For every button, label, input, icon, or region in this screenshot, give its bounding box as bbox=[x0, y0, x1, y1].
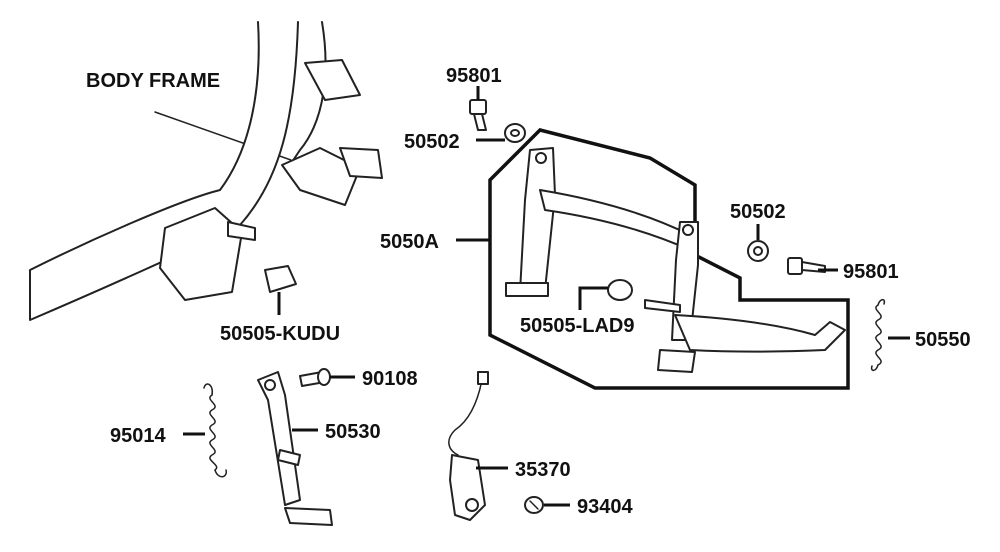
rubber-50505-kudu bbox=[264, 265, 297, 293]
rubber-50505-lad9 bbox=[607, 279, 633, 301]
washer-50502-right bbox=[747, 240, 769, 262]
washer-50502-top bbox=[504, 123, 526, 143]
switch-35370 bbox=[448, 371, 489, 521]
label-50530: 50530 bbox=[325, 421, 381, 443]
leader-50505-lad9 bbox=[578, 286, 608, 310]
label-93404: 93404 bbox=[577, 496, 633, 518]
body-frame bbox=[29, 21, 383, 321]
label-5050A: 5050A bbox=[380, 231, 439, 253]
label-95801-right: 95801 bbox=[843, 261, 899, 283]
screw-93404 bbox=[524, 496, 544, 514]
side-stand-50530 bbox=[257, 371, 333, 526]
label-90108: 90108 bbox=[362, 368, 418, 390]
main-stand bbox=[505, 147, 846, 373]
main-stand-group bbox=[488, 128, 850, 390]
label-50502-top: 50502 bbox=[404, 131, 460, 153]
bolt-95801-top bbox=[469, 99, 487, 131]
label-50505-kudu: 50505-KUDU bbox=[220, 323, 340, 345]
label-50550: 50550 bbox=[915, 329, 971, 351]
label-50502-right: 50502 bbox=[730, 201, 786, 223]
bolt-95801-right bbox=[787, 257, 826, 275]
bolt-90108 bbox=[299, 368, 331, 387]
label-95014: 95014 bbox=[110, 425, 166, 447]
label-95801-top: 95801 bbox=[446, 65, 502, 87]
label-body-frame: BODY FRAME bbox=[86, 70, 220, 92]
label-50505-lad9: 50505-LAD9 bbox=[520, 315, 635, 337]
label-35370: 35370 bbox=[515, 459, 571, 481]
spring-95014 bbox=[203, 383, 227, 478]
spring-50550 bbox=[870, 298, 886, 372]
